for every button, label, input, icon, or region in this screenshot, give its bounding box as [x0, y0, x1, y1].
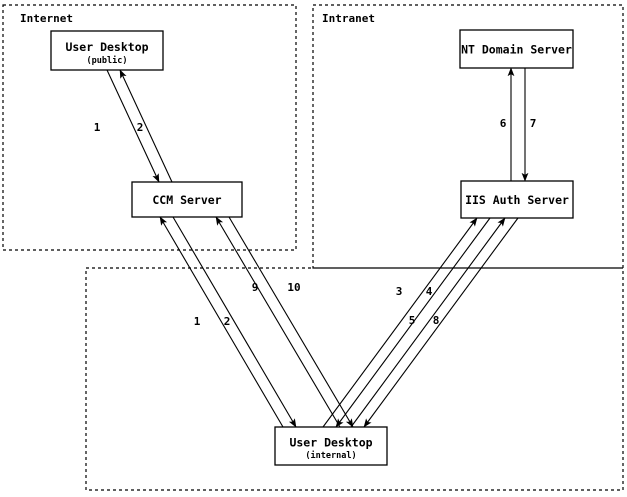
flow-line-flow-2-internal [172, 216, 297, 428]
flow-line-flow-3 [322, 217, 478, 428]
node-box-user-desktop-internal[interactable] [274, 426, 388, 466]
flows-layer [106, 67, 529, 428]
flow-label-flow-5: 5 [409, 314, 416, 327]
zone-internal-zone [85, 267, 624, 491]
flow-line-flow-8 [363, 217, 519, 428]
flow-label-flow-3: 3 [396, 285, 403, 298]
zone-border-internal-zone [85, 267, 624, 491]
node-label-iis-auth-server: IIS Auth Server [465, 193, 569, 207]
flow-label-flow-7: 7 [530, 117, 537, 130]
node-nt-domain-server[interactable]: NT Domain Server [459, 29, 574, 69]
node-user-desktop-internal[interactable]: User Desktop(internal) [274, 426, 388, 466]
node-box-nt-domain-server[interactable] [459, 29, 574, 69]
node-box-user-desktop-public[interactable] [50, 30, 164, 71]
flow-line-flow-1-public [106, 69, 160, 183]
flow-label-flow-2-public: 2 [137, 121, 144, 134]
zone-border-internet [2, 4, 297, 251]
node-iis-auth-server[interactable]: IIS Auth Server [460, 180, 574, 219]
flow-line-flow-1-internal [159, 216, 284, 428]
flow-label-flow-10: 10 [287, 281, 300, 294]
nodes-layer: User Desktop(public)NT Domain ServerCCM … [50, 29, 574, 466]
flow-label-flow-1-internal: 1 [194, 315, 201, 328]
flow-line-flow-5 [350, 217, 506, 428]
flow-label-flow-6: 6 [500, 117, 507, 130]
zone-internet: Internet [2, 4, 297, 251]
flow-label-flow-8: 8 [433, 314, 440, 327]
flow-label-flow-4: 4 [426, 285, 433, 298]
zone-label-intranet: Intranet [322, 12, 375, 25]
flow-label-flow-2-internal: 2 [224, 315, 231, 328]
node-box-ccm-server[interactable] [131, 181, 243, 218]
node-label-user-desktop-internal: User Desktop [289, 436, 372, 450]
flow-label-flow-9: 9 [252, 281, 259, 294]
flow-labels-layer: 1 2 6 7 1 2 9 10 3 4 5 8 [94, 117, 537, 328]
flow-line-flow-4 [335, 217, 491, 428]
node-sublabel-user-desktop-public: (public) [87, 55, 128, 66]
node-ccm-server[interactable]: CCM Server [131, 181, 243, 218]
flow-line-flow-2-public [119, 69, 173, 183]
zones-layer: Internet Intranet [2, 4, 624, 491]
node-label-nt-domain-server: NT Domain Server [461, 43, 572, 57]
node-sublabel-user-desktop-internal: (internal) [305, 450, 356, 461]
node-label-ccm-server: CCM Server [152, 193, 221, 207]
zone-label-internet: Internet [20, 12, 73, 25]
node-label-user-desktop-public: User Desktop [65, 40, 148, 54]
flow-label-flow-1-public: 1 [94, 121, 101, 134]
flow-line-flow-9 [215, 216, 341, 428]
node-box-iis-auth-server[interactable] [460, 180, 574, 219]
node-user-desktop-public[interactable]: User Desktop(public) [50, 30, 164, 71]
flow-line-flow-10 [228, 216, 354, 428]
